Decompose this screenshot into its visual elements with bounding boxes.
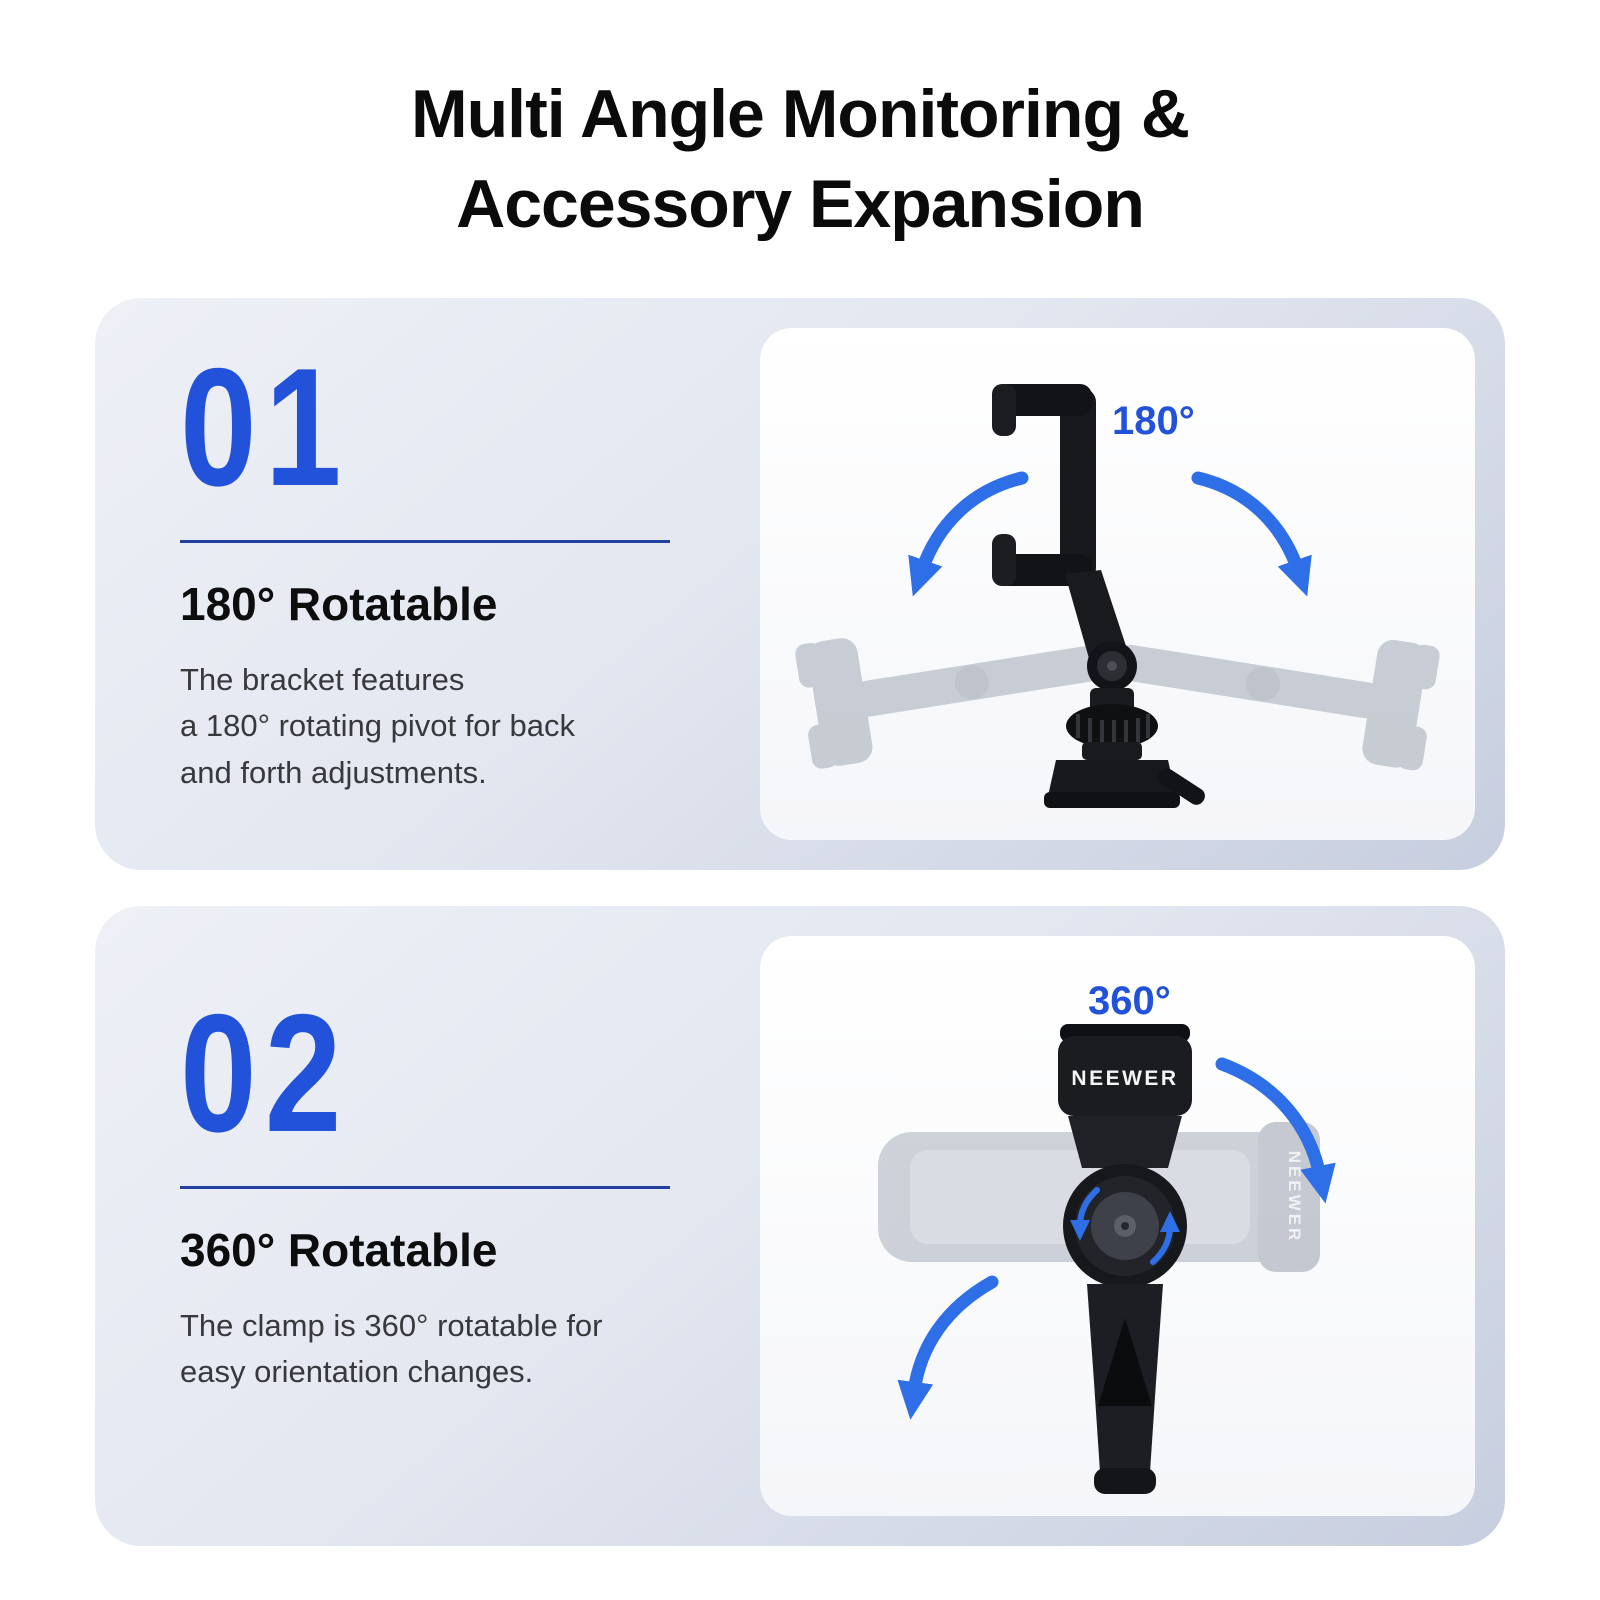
product-photo-panel: NEEWER NEEWER bbox=[760, 936, 1475, 1516]
rotate-arrow-right bbox=[1191, 471, 1312, 597]
feature-description: The clamp is 360° rotatable for easy ori… bbox=[180, 1307, 603, 1390]
locking-lever bbox=[1158, 768, 1205, 805]
product-photo-panel: 180° bbox=[760, 328, 1475, 840]
phone-clamp-bracket bbox=[992, 384, 1205, 808]
rotate-arrow-bottom-left bbox=[897, 1275, 999, 1420]
vertical-clamp: NEEWER bbox=[1058, 1024, 1192, 1494]
pivot-screw bbox=[1107, 661, 1117, 671]
illustration-360-rotation: NEEWER NEEWER bbox=[878, 979, 1336, 1494]
feature-heading: 180° Rotatable bbox=[180, 577, 498, 630]
feature-number: 01 bbox=[180, 333, 350, 521]
illustration-180-rotation: 180° bbox=[795, 384, 1440, 808]
ghost-bracket-right bbox=[1118, 639, 1440, 771]
knurl-texture bbox=[1076, 714, 1150, 746]
clamp-top-jaw bbox=[1058, 1036, 1192, 1116]
angle-label-360: 360° bbox=[1088, 979, 1171, 1023]
feature-card-180: 01 180° Rotatable The bracket features a… bbox=[95, 298, 1505, 870]
arm-cutout bbox=[1098, 1318, 1152, 1406]
feature-description: The bracket features a 180° rotating piv… bbox=[180, 661, 575, 790]
divider-line bbox=[180, 539, 670, 543]
rotate-arrow-left bbox=[908, 471, 1029, 597]
feature-card-360: 02 360° Rotatable The clamp is 360° rota… bbox=[95, 906, 1505, 1546]
angle-label-180: 180° bbox=[1112, 399, 1195, 443]
feature-number: 02 bbox=[180, 979, 350, 1167]
brand-label: NEEWER bbox=[1071, 1067, 1178, 1090]
divider-line bbox=[180, 1185, 670, 1189]
cold-shoe-base bbox=[1048, 760, 1176, 796]
feature-heading: 360° Rotatable bbox=[180, 1223, 498, 1276]
feature-text-block: 01 180° Rotatable The bracket features a… bbox=[180, 333, 760, 796]
pivot-arm bbox=[1065, 570, 1128, 662]
clamp-foot bbox=[1094, 1468, 1156, 1494]
disc-arrow-lower bbox=[1150, 1211, 1180, 1265]
feature-text-block: 02 360° Rotatable The clamp is 360° rota… bbox=[180, 979, 760, 1396]
ghost-bracket-left bbox=[795, 638, 1117, 769]
disc-arrow-upper bbox=[1070, 1187, 1100, 1241]
ghost-brand-label: NEEWER bbox=[1285, 1151, 1304, 1244]
page-title: Multi Angle Monitoring & Accessory Expan… bbox=[411, 76, 1190, 242]
rotate-arrow-top-right bbox=[1215, 1057, 1336, 1204]
